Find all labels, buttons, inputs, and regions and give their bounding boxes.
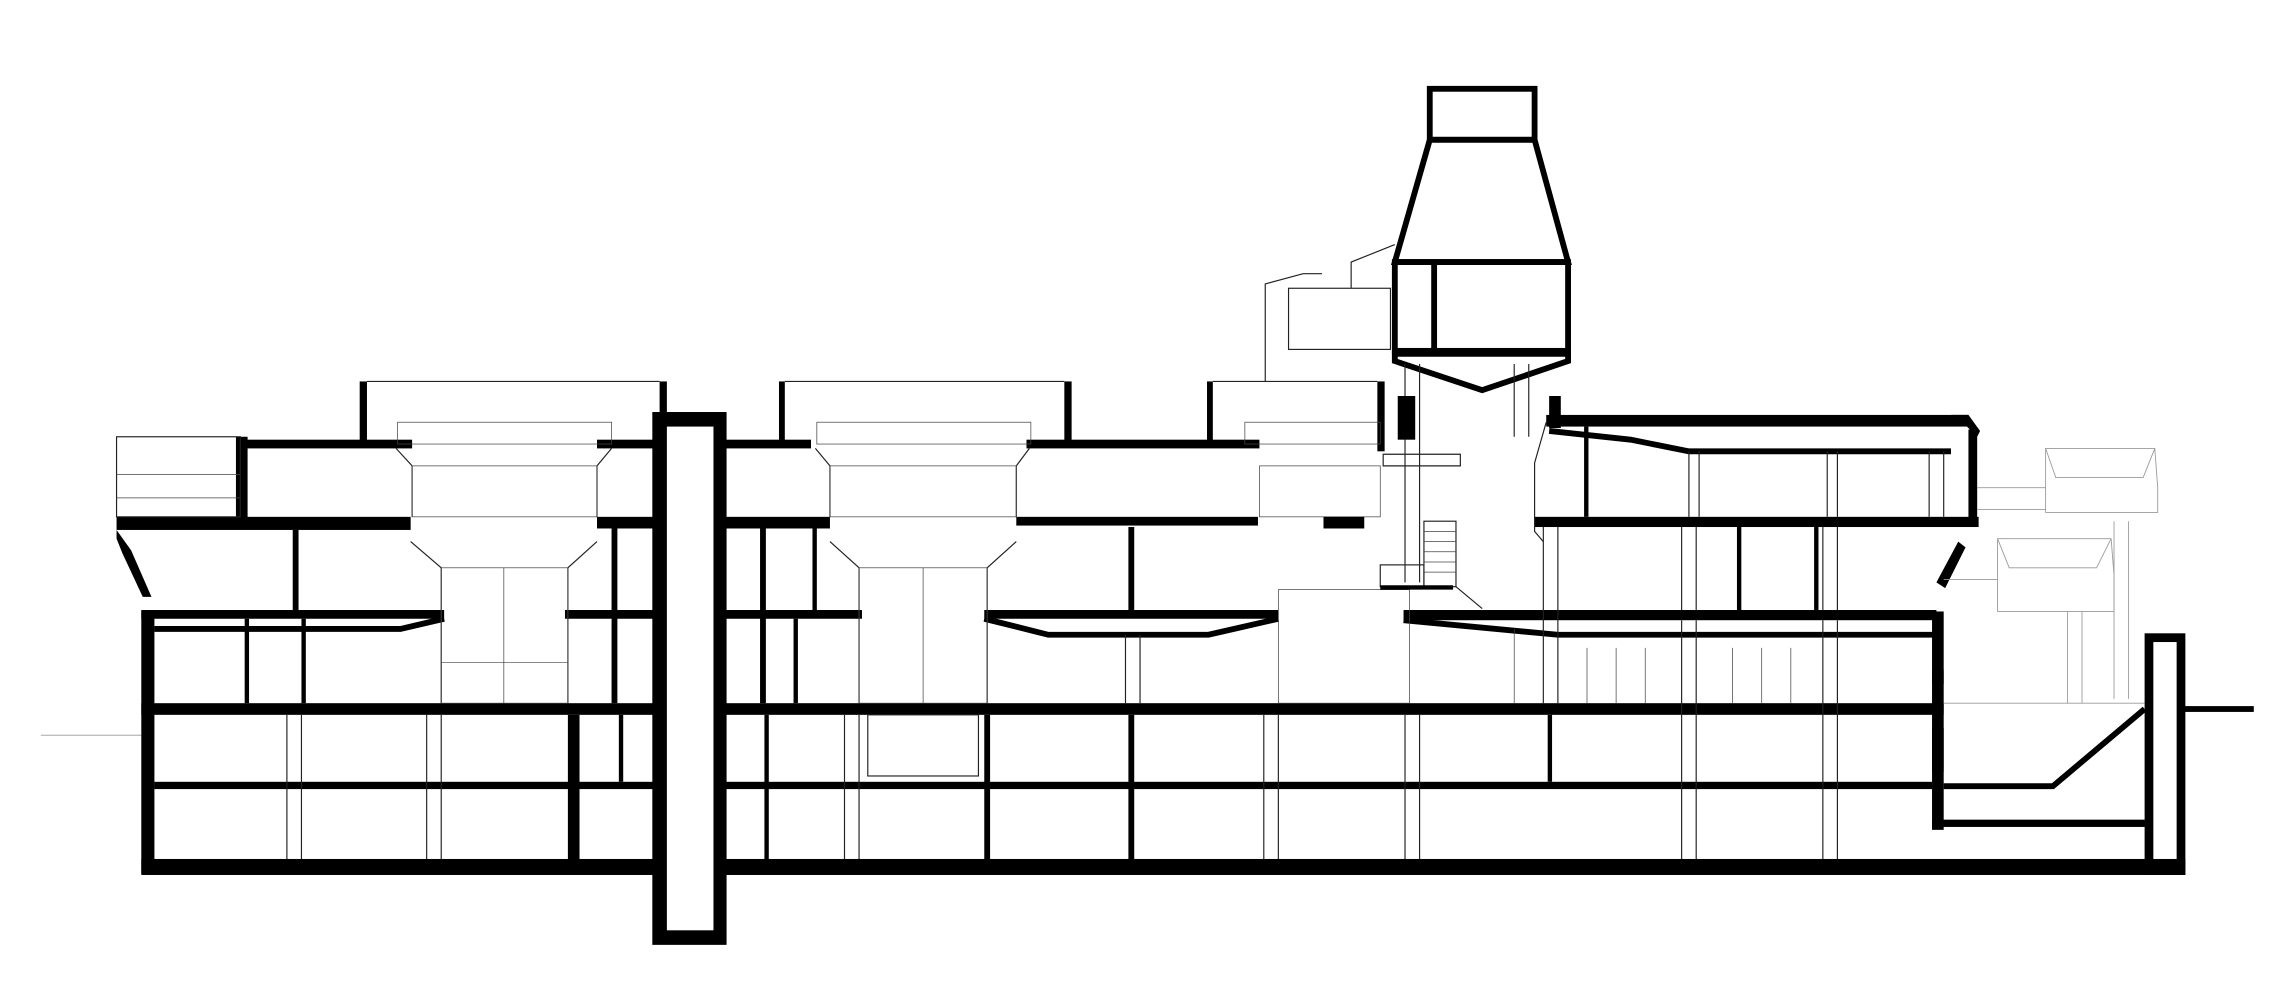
- tower: [1390, 85, 1572, 583]
- atrium-right: [1244, 421, 1410, 704]
- columns: [286, 451, 1945, 859]
- floor-slabs: [116, 414, 1979, 790]
- right-wing: [1513, 414, 1981, 772]
- left-outer-wall: [141, 611, 155, 874]
- annex-structure: [1943, 447, 2159, 704]
- foundation-slab: [141, 858, 2186, 875]
- ramp: [1943, 706, 2147, 790]
- ground-line-right: [2183, 706, 2254, 712]
- right-outer-wall: [1932, 611, 1944, 830]
- atrium-center: [814, 421, 1032, 777]
- stair: [1379, 453, 1483, 610]
- atrium-left: [395, 421, 613, 704]
- left-cantilever: [115, 436, 241, 597]
- interior-walls: [235, 381, 1978, 861]
- background-volumes: [1264, 244, 1396, 382]
- lower-terrace-slab: [1932, 819, 2151, 827]
- elevator-shaft: [652, 412, 727, 945]
